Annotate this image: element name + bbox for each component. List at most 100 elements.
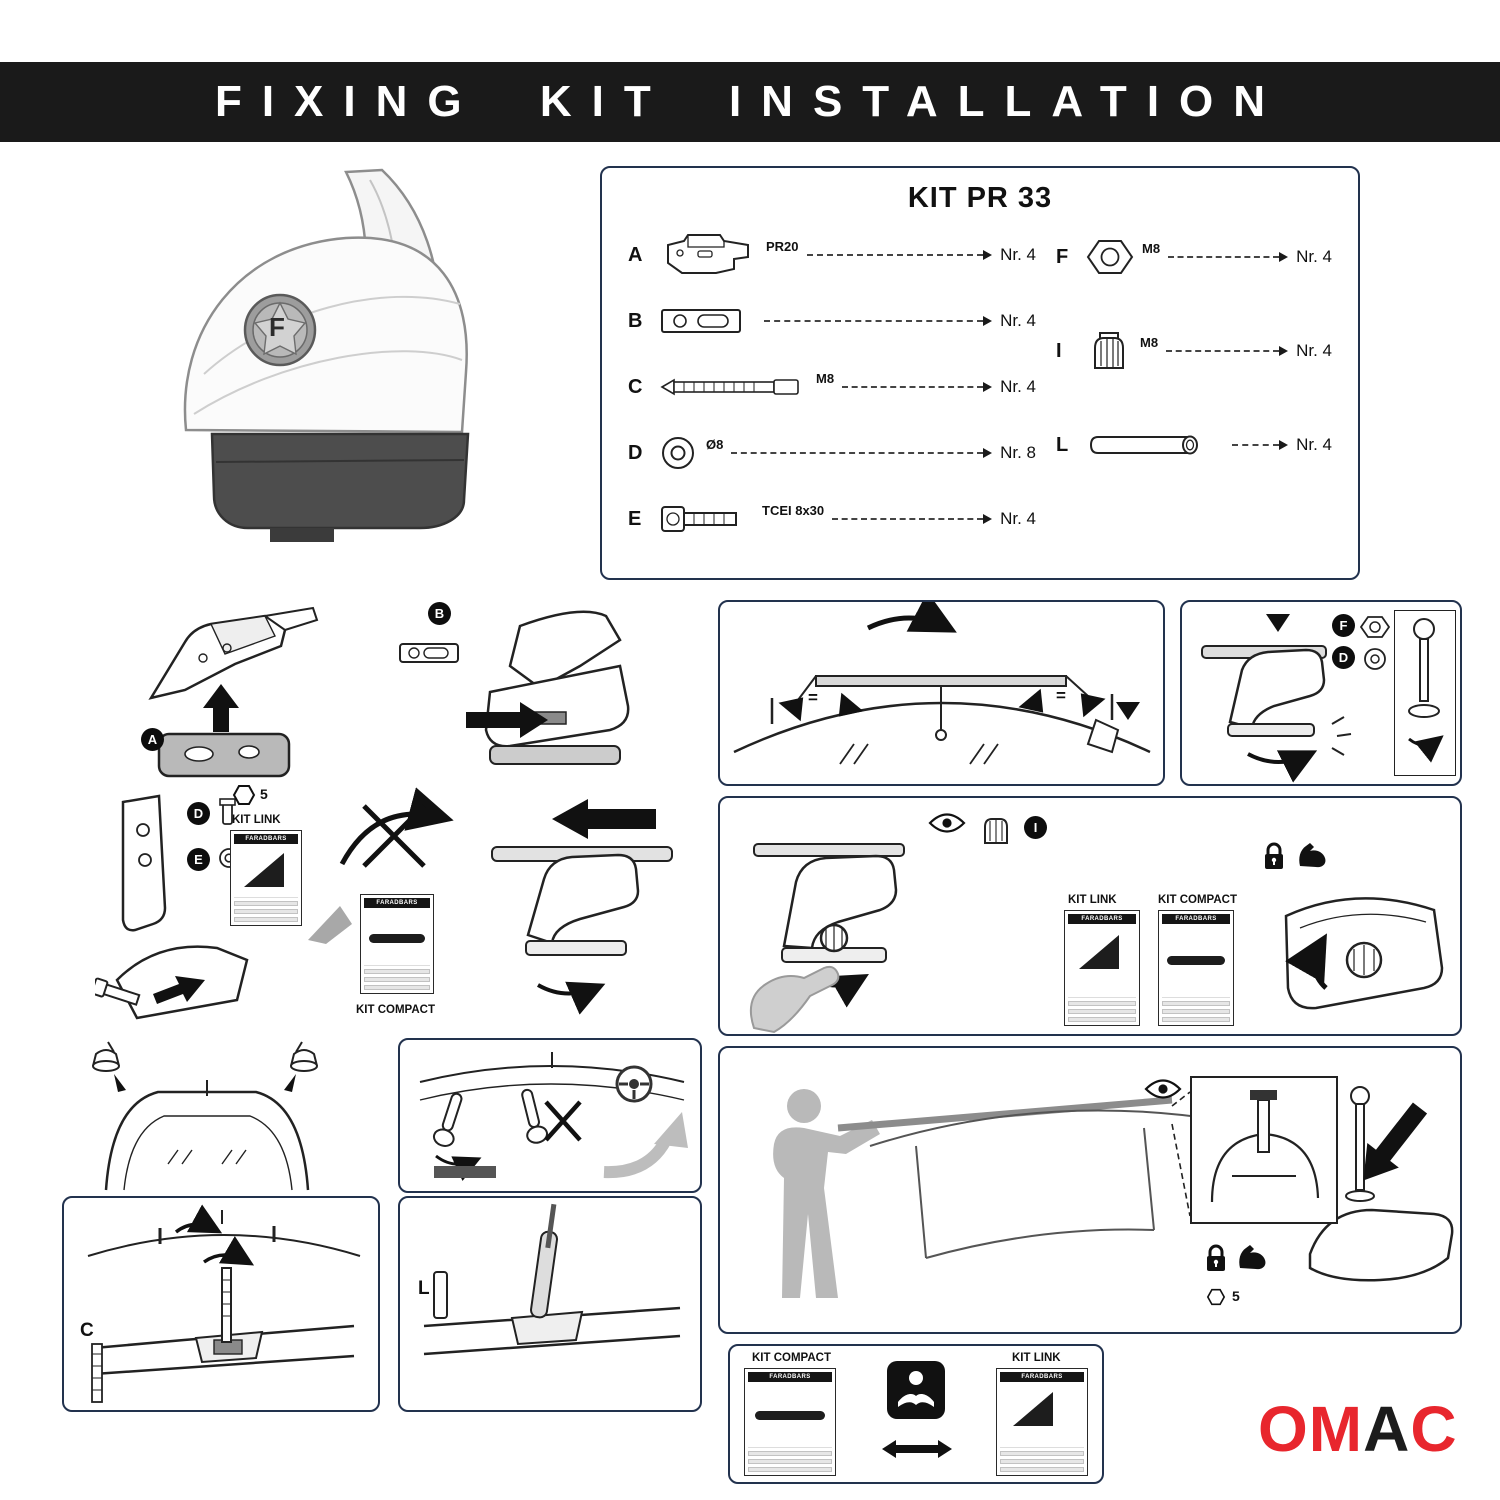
panel-nut-washer-tighten: F D (1180, 600, 1462, 786)
bolt-stack-sketch (1408, 618, 1444, 763)
foot-closeup-illustration (1256, 876, 1456, 1034)
kit-compact-leaflet-2: FARADBARS (1158, 910, 1234, 1026)
roof-centering-sketch (733, 602, 1151, 765)
kit-columns: A PR20 Nr. 4 B (628, 229, 1332, 545)
panel-bar-mounting: 5 (718, 1046, 1462, 1334)
rod-install-sketch (87, 1204, 361, 1403)
lock-icon (1207, 1244, 1225, 1271)
kit-item-c: C (628, 361, 1036, 413)
kit-link-caption: KIT LINK (232, 814, 281, 826)
part-f-spec: M8 (1142, 240, 1161, 256)
knob-nut-part-drawing (1086, 330, 1132, 372)
detail-inset-box (1190, 1076, 1338, 1224)
foot-base-assembly-sketch (148, 606, 319, 778)
leaflet-brand-text: FARADBARS (1162, 914, 1230, 924)
kit-column-left: A PR20 Nr. 4 B (628, 229, 1036, 545)
part-i-letter: I (1056, 339, 1062, 362)
kit-parts-box: KIT PR 33 A PR20 Nr. 4 (600, 166, 1360, 580)
kit-compact-caption-2: KIT COMPACT (1158, 894, 1238, 906)
leaflet-brand-text: FARADBARS (748, 1372, 832, 1382)
title-bar: FIXING KIT INSTALLATION (0, 62, 1500, 142)
leaflet-brand-text: FARADBARS (234, 834, 298, 844)
foot-tighten-sketch (1201, 614, 1352, 783)
foot-knob-closeup-sketch (1284, 897, 1444, 1010)
nut-part-drawing (1086, 236, 1134, 278)
panel-pad-placement (398, 1038, 702, 1193)
bar-into-foot-sketch (491, 799, 673, 1015)
threaded-rod-drawing (658, 374, 808, 400)
kit-column-right: F M8 Nr. 4 I (1056, 229, 1332, 545)
step-d-label: D (187, 802, 210, 825)
step-f-label: F (1332, 614, 1355, 637)
muscle-arm-icon (1239, 1245, 1266, 1270)
kit-item-e: E TCEI 8x30 (628, 493, 1036, 545)
step-e-label: E (187, 848, 210, 871)
omac-letter-c: C (1410, 1393, 1458, 1465)
kit-link-leaflet-2: FARADBARS (1064, 910, 1140, 1026)
kit-link-leaflet: FARADBARS (230, 830, 302, 926)
bracket-part-drawing (658, 229, 758, 281)
leaflet-text-lines (234, 901, 298, 922)
leaflet-text-lines (748, 1451, 832, 1472)
leaflet-text-lines (364, 969, 430, 990)
equal-distance-left: = (808, 688, 818, 707)
panel-tube-l-install: L (398, 1196, 702, 1412)
tube-part-drawing (1086, 430, 1216, 460)
part-a-qty: Nr. 4 (1000, 245, 1036, 264)
eye-icon (1144, 1079, 1182, 1099)
leaflet-brand-text: FARADBARS (1000, 1372, 1084, 1382)
swap-double-arrow-icon (882, 1440, 952, 1458)
part-e-letter: E (628, 507, 642, 530)
part-c-letter: C (628, 375, 643, 398)
mounting-scene-sketch (773, 1086, 1454, 1298)
dashed-arrow (842, 382, 993, 392)
washer-icon (1364, 648, 1386, 670)
plate-part-drawing (658, 301, 748, 341)
muscle-arm-icon (1299, 843, 1326, 868)
hex-size-label: 5 (260, 786, 268, 802)
part-d-qty: Nr. 8 (1000, 443, 1036, 462)
dashed-arrow (764, 316, 993, 326)
omac-logo: OM A C (1258, 1392, 1458, 1466)
hex-key-icon (232, 784, 256, 806)
roof-foot-sketch (183, 168, 470, 542)
kit-compact-leaflet: FARADBARS (360, 894, 434, 994)
read-manual-icon (887, 1361, 945, 1419)
panel-rod-c-install: C (62, 1196, 380, 1412)
step-c-label: C (80, 1320, 94, 1341)
bracket-washer-bolt-sketch (95, 794, 249, 1020)
inset-foot-detail-sketch (1210, 1090, 1320, 1203)
part-l-qty: Nr. 4 (1296, 435, 1332, 454)
step-a-illustration: A (115, 602, 335, 797)
dashed-arrow (1232, 440, 1289, 450)
kit-link-leaflet-3: FARADBARS (996, 1368, 1088, 1476)
nut-icon (1360, 616, 1390, 638)
leaflet-text-lines (1162, 1001, 1230, 1022)
kit-compact-caption-3: KIT COMPACT (752, 1352, 832, 1364)
panel-knob-tighten: I KIT LINK FARADBARS KIT COMPACT FARADBA… (718, 796, 1462, 1036)
part-b-qty: Nr. 4 (1000, 311, 1036, 330)
kit-item-i: I M8 Nr. 4 (1056, 325, 1332, 377)
dashed-arrow (731, 448, 993, 458)
part-i-qty: Nr. 4 (1296, 341, 1332, 360)
car-top-sketch (92, 1041, 318, 1191)
kit-compact-caption: KIT COMPACT (356, 1004, 436, 1016)
part-c-qty: Nr. 4 (1000, 377, 1036, 396)
tube-install-sketch (423, 1203, 681, 1356)
step-b-illustration: B (370, 596, 660, 801)
gray-pointer-arrow (308, 906, 352, 944)
bar-slide-illustration (468, 795, 683, 1020)
part-e-qty: Nr. 4 (1000, 509, 1036, 528)
pad-placement-sketch (419, 1052, 688, 1181)
kit-link-caption-2: KIT LINK (1068, 894, 1117, 906)
part-f-letter: F (1056, 245, 1069, 268)
leaflet-brand-text: FARADBARS (364, 898, 430, 908)
kit-item-d: D Ø8 Nr. 8 (628, 427, 1036, 479)
dashed-arrow (1168, 252, 1289, 262)
leaflet-art-compact (364, 911, 430, 966)
part-d-letter: D (628, 441, 643, 464)
eye-icon (928, 813, 966, 833)
step-b-label: B (428, 602, 451, 625)
leaflet-art-compact (748, 1385, 832, 1448)
